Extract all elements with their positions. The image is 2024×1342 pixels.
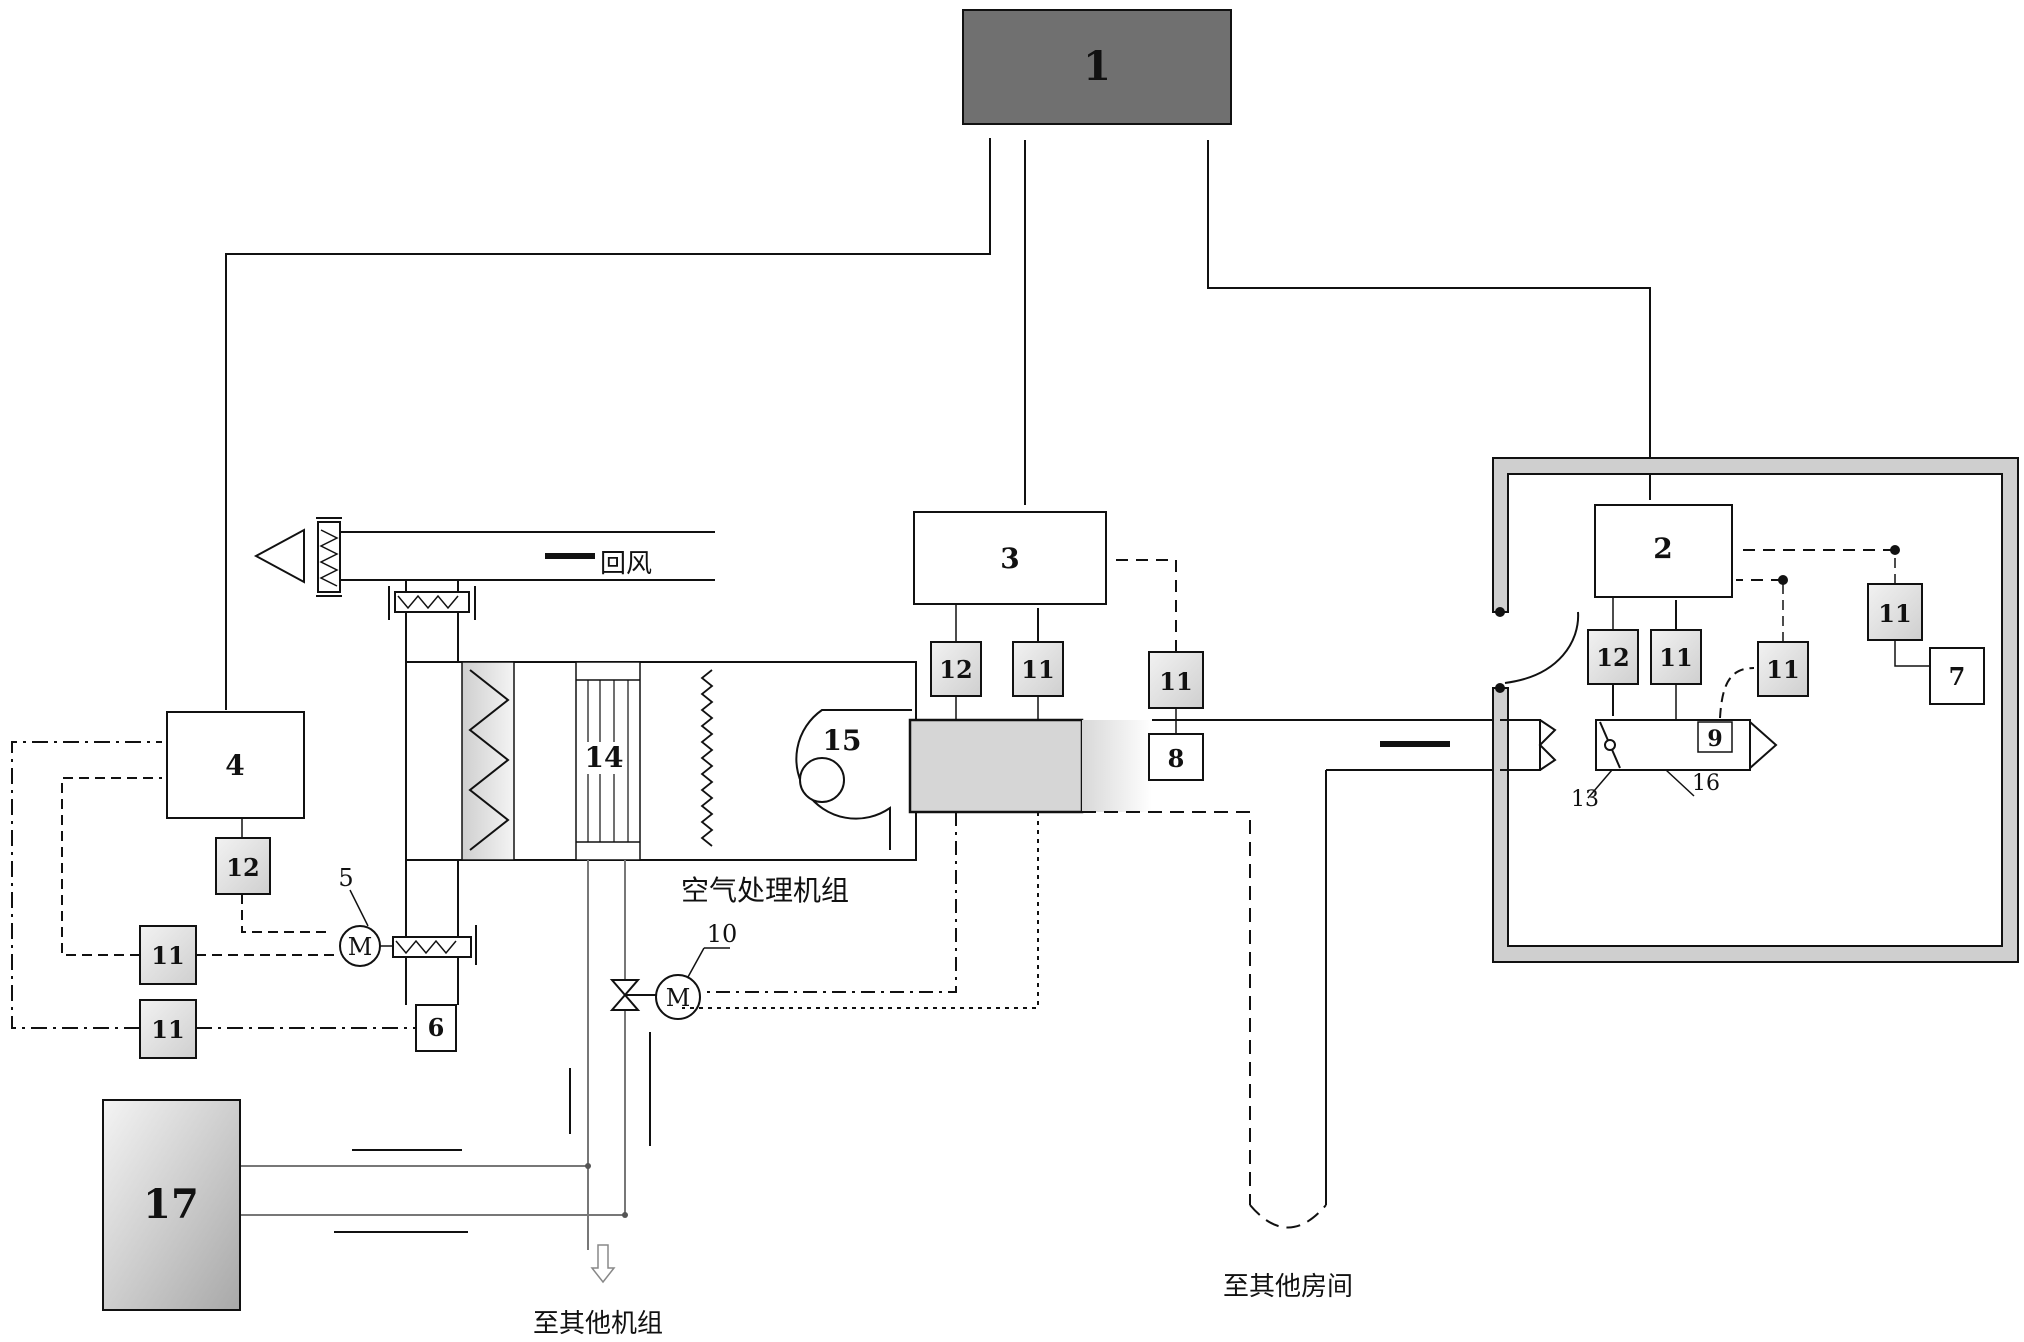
sensor-11-ahu: 11 [1013,608,1063,720]
sensor-12-ahu: 12 [931,604,981,720]
svg-text:M: M [348,933,373,961]
fresh-air-damper [393,860,476,1005]
block-3-controller: 3 [914,512,1106,604]
terminal-box-16: 9 13 16 [1500,720,1776,812]
svg-text:11: 11 [151,1015,184,1044]
block-9-label: 9 [1707,726,1722,752]
svg-text:11: 11 [1766,655,1799,684]
return-air-label: 回风 [600,549,652,579]
block-7-label: 7 [1949,662,1966,691]
svg-text:11: 11 [151,941,184,970]
block-4-label: 4 [225,749,244,782]
block-1-label: 1 [1083,43,1111,90]
block-17-label: 17 [143,1181,199,1228]
sensor-11-room-b: 11 [1720,575,1808,718]
svg-text:11: 11 [1159,667,1192,696]
block-2-room-controller: 2 [1595,505,1732,597]
block-1-central-controller: 1 [963,10,1231,124]
block-4-controller: 4 [167,712,304,818]
block-16-label: 16 [1692,771,1720,796]
block-3-label: 3 [1000,542,1019,575]
svg-text:12: 12 [939,655,972,684]
block-8-label: 8 [1168,744,1185,773]
block-13-label: 13 [1571,787,1599,812]
svg-text:11: 11 [1878,599,1911,628]
return-damper [389,580,475,662]
to-other-units-label: 至其他机组 [533,1309,663,1339]
svg-text:11: 11 [1659,643,1692,672]
return-air-duct: 回风 [256,518,715,596]
to-other-rooms-label: 至其他房间 [1223,1272,1353,1302]
svg-text:11: 11 [1021,655,1054,684]
sensor-12-room: 12 [1588,597,1638,716]
ahu-label: 空气处理机组 [681,874,849,907]
sensor-11-room-a: 11 [1651,600,1701,720]
actuator-5: M 5 [338,864,393,966]
coil-14: 14 [576,662,640,860]
supply-duct: 至其他房间 [910,720,1500,1302]
block-6-label: 6 [428,1013,445,1042]
air-handling-unit: 14 15 空气处理机组 [406,662,916,907]
svg-text:12: 12 [226,853,259,882]
svg-text:M: M [666,984,691,1012]
room-enclosure [1493,458,2018,962]
block-17-chiller: 17 [103,1100,240,1310]
control-lines-block-1 [226,138,1650,710]
block-10-label: 10 [707,920,738,948]
block-14-label: 14 [585,741,624,774]
block-15-label: 15 [823,724,862,757]
block-2-label: 2 [1653,532,1672,565]
svg-text:12: 12 [1596,643,1629,672]
sensor-12-left: 12 [216,818,330,932]
block-5-label: 5 [338,864,353,892]
